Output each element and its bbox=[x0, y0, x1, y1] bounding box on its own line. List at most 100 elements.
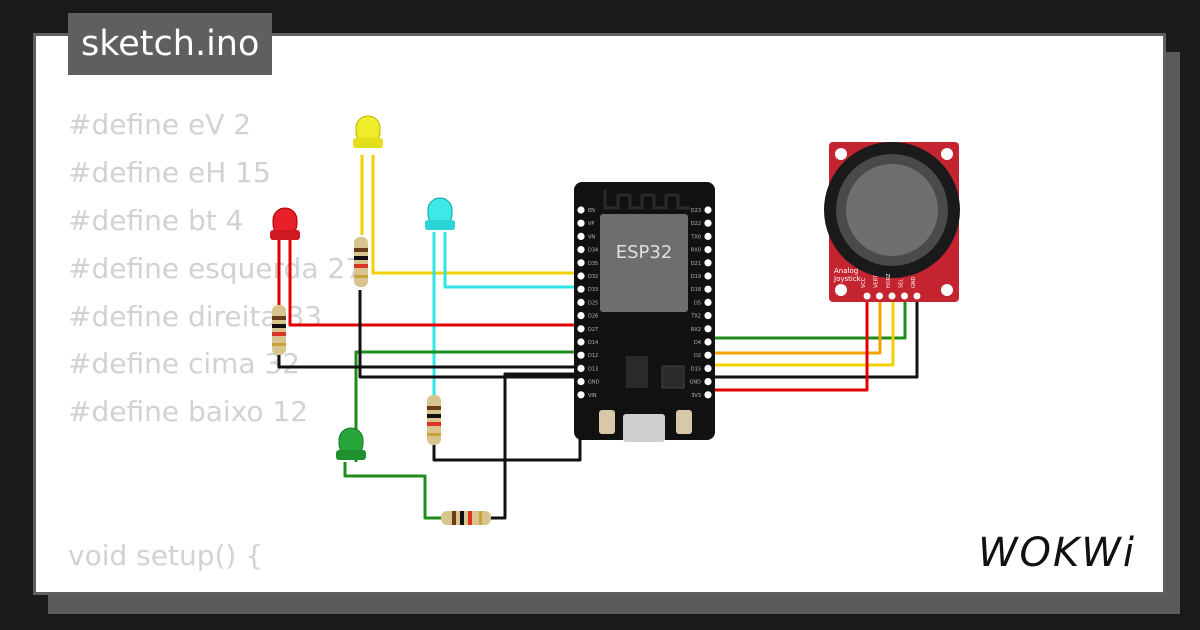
wire-gnd-resistors[interactable] bbox=[277, 355, 580, 369]
esp32-left-pin-label: D33 bbox=[588, 287, 598, 293]
esp32-right-pin-label: 3V3 bbox=[691, 393, 701, 399]
esp32-right-pin-label: TX0 bbox=[690, 234, 701, 240]
resistor-green[interactable] bbox=[441, 511, 491, 525]
esp32-left-pin-label: D34 bbox=[588, 248, 598, 254]
wire-gnd-green-res[interactable] bbox=[490, 372, 580, 520]
joystick-caption-1: Analog bbox=[834, 267, 858, 275]
wire-green-led[interactable] bbox=[354, 350, 580, 462]
esp32-right-pin-label: D19 bbox=[691, 274, 701, 280]
joystick-caption-2: Joystick bbox=[833, 275, 862, 283]
code-line-6: #define cima 32 bbox=[68, 347, 301, 380]
esp32-right-pin-d5[interactable] bbox=[704, 298, 712, 306]
esp32-left-pin-d32[interactable] bbox=[577, 272, 585, 280]
esp32-left-pin-label: GND bbox=[588, 380, 600, 386]
esp32-right-pin-d18[interactable] bbox=[704, 285, 712, 293]
esp32-left-pin-label: D14 bbox=[588, 340, 598, 346]
esp32-left-pin-vin[interactable] bbox=[577, 391, 585, 399]
code-line-4: #define esquerda 27 bbox=[68, 252, 364, 285]
esp32-left-pin-en[interactable] bbox=[577, 206, 585, 214]
brand-logo: WOKWi bbox=[978, 530, 1136, 576]
esp32-right-pin-gnd[interactable] bbox=[704, 378, 712, 386]
wire-joy-gnd[interactable] bbox=[710, 297, 919, 379]
led-cyan[interactable] bbox=[425, 197, 455, 230]
esp32-left-pin-d14[interactable] bbox=[577, 338, 585, 346]
wire-green-led-gnd[interactable] bbox=[343, 462, 442, 520]
esp32-right-pin-label: RX0 bbox=[691, 248, 701, 254]
wire-gnd-cyan[interactable] bbox=[432, 380, 582, 462]
resistor-cyan[interactable] bbox=[427, 395, 441, 445]
code-line-7: #define baixo 12 bbox=[68, 395, 309, 428]
esp32-right-pin-rx2[interactable] bbox=[704, 325, 712, 333]
esp32-left-pin-label: D27 bbox=[588, 327, 598, 333]
esp32-left-pin-d13[interactable] bbox=[577, 364, 585, 372]
wire-joy-horz[interactable] bbox=[710, 297, 882, 355]
esp32-left-pin-d27[interactable] bbox=[577, 325, 585, 333]
esp32-left-pin-label: VN bbox=[588, 234, 595, 240]
resistor-red[interactable] bbox=[272, 305, 286, 355]
esp32-right-pin-d21[interactable] bbox=[704, 259, 712, 267]
esp32-right-pin-d23[interactable] bbox=[704, 206, 712, 214]
esp32-left-pin-label: D25 bbox=[588, 300, 598, 306]
esp32-chip-shield bbox=[600, 214, 688, 312]
esp32-left-pin-gnd[interactable] bbox=[577, 378, 585, 386]
wire-joy-sel[interactable] bbox=[710, 297, 907, 340]
esp32-right-pin-label: D15 bbox=[691, 366, 701, 372]
esp32-right-pin-d2[interactable] bbox=[704, 351, 712, 359]
esp32-left-pin-vn[interactable] bbox=[577, 232, 585, 240]
esp32-left-pin-label: VP bbox=[588, 221, 594, 227]
joystick-pin-vcc[interactable] bbox=[862, 291, 872, 301]
joystick-pin-label: HORZ bbox=[886, 273, 892, 288]
esp32-left-pin-label: D13 bbox=[588, 366, 598, 372]
esp32-right-pin-label: GND bbox=[690, 380, 702, 386]
wire-gnd-yellow[interactable] bbox=[358, 290, 580, 379]
led-yellow[interactable] bbox=[353, 115, 383, 148]
esp32-left-pin-label: VIN bbox=[588, 393, 597, 399]
wire-joy-vert[interactable] bbox=[710, 297, 895, 367]
led-red[interactable] bbox=[270, 207, 300, 240]
joystick-pin-label: GND bbox=[911, 276, 917, 288]
wire-yellow-led[interactable] bbox=[371, 155, 580, 275]
joystick-knob[interactable] bbox=[846, 164, 938, 256]
esp32-left-pin-label: D12 bbox=[588, 353, 598, 359]
esp32-right-pin-label: D23 bbox=[691, 208, 701, 214]
esp32-left-pin-d35[interactable] bbox=[577, 259, 585, 267]
code-line-3: #define bt 4 bbox=[68, 204, 244, 237]
esp32-left-pin-label: D35 bbox=[588, 261, 598, 267]
joystick-pin-label: VERT bbox=[874, 274, 880, 288]
joystick-pin-vert[interactable] bbox=[875, 291, 884, 301]
esp32-right-pin-d15[interactable] bbox=[704, 364, 712, 372]
esp32-left-pin-d12[interactable] bbox=[577, 351, 585, 359]
esp32-right-pin-d22[interactable] bbox=[704, 219, 712, 227]
esp32-right-pin-label: TX2 bbox=[690, 314, 701, 320]
wire-red-led[interactable] bbox=[288, 240, 580, 327]
esp32-left-pin-vp[interactable] bbox=[577, 219, 585, 227]
esp32-right-pin-tx2[interactable] bbox=[704, 312, 712, 320]
file-tab[interactable]: sketch.ino bbox=[68, 13, 273, 75]
esp32-right-pin-rx0[interactable] bbox=[704, 246, 712, 254]
esp32-right-pin-d19[interactable] bbox=[704, 272, 712, 280]
esp32-right-pin-label: RX2 bbox=[691, 327, 701, 333]
esp32-right-pin-label: D2 bbox=[694, 353, 701, 359]
esp32-left-pin-d26[interactable] bbox=[577, 312, 585, 320]
joystick-pin-sel[interactable] bbox=[900, 291, 909, 301]
esp32-right-pin-label: D5 bbox=[694, 300, 701, 306]
led-green[interactable] bbox=[336, 427, 366, 460]
esp32-left-pin-d34[interactable] bbox=[577, 246, 585, 254]
esp32-right-pin-tx0[interactable] bbox=[704, 232, 712, 240]
esp32-right-pin-label: D4 bbox=[694, 340, 701, 346]
esp32-right-pin-label: D18 bbox=[691, 287, 701, 293]
esp32-right-pin-label: D21 bbox=[691, 261, 701, 267]
esp32-left-pin-d33[interactable] bbox=[577, 285, 585, 293]
esp32-right-pin-d4[interactable] bbox=[704, 338, 712, 346]
esp32-board[interactable]: ESP32 ENVPVND34D35D32D33D25D26D27D14D12D… bbox=[574, 182, 715, 442]
joystick-pin-gnd[interactable] bbox=[912, 291, 922, 301]
joystick-pin-label: SEL bbox=[899, 279, 905, 288]
resistor-yellow[interactable] bbox=[354, 237, 368, 287]
esp32-left-pin-d25[interactable] bbox=[577, 298, 585, 306]
esp32-right-pin-3v3[interactable] bbox=[704, 391, 712, 399]
wire-joy-vcc[interactable] bbox=[710, 297, 869, 392]
wire-cyan-led[interactable] bbox=[443, 232, 580, 289]
joystick-pin-horz[interactable] bbox=[887, 291, 897, 301]
